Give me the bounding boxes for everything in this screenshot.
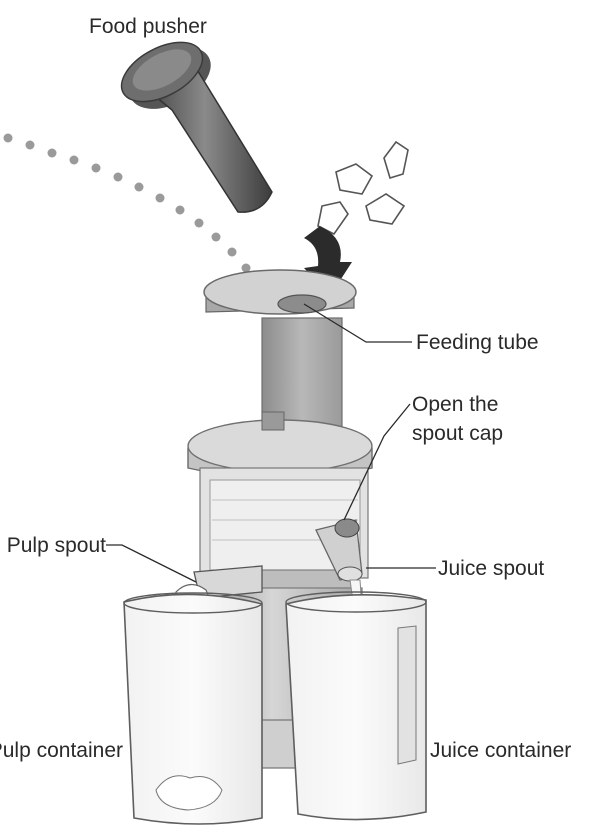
juice-spout-label: Juice spout <box>438 557 545 580</box>
feeding-tube-label: Feeding tube <box>416 331 539 354</box>
juice-spout <box>315 518 363 582</box>
food-pieces <box>317 140 409 236</box>
leader-lines <box>106 303 436 583</box>
juice-container-label: Juice container <box>430 739 572 762</box>
pulp-spout-label: Pulp spout <box>6 534 106 557</box>
juice-container <box>285 591 427 821</box>
food-pusher-label: Food pusher <box>89 15 207 38</box>
open-spout-cap-label-line1: Open the <box>412 393 499 416</box>
open-spout-cap-label-line2: spout cap <box>412 422 504 445</box>
food-pusher <box>120 41 273 213</box>
pulp-container <box>123 592 263 825</box>
pulp-container-label: Pulp container <box>0 739 123 762</box>
drum-cap <box>187 411 373 480</box>
feeding-tube-lid <box>203 269 357 315</box>
